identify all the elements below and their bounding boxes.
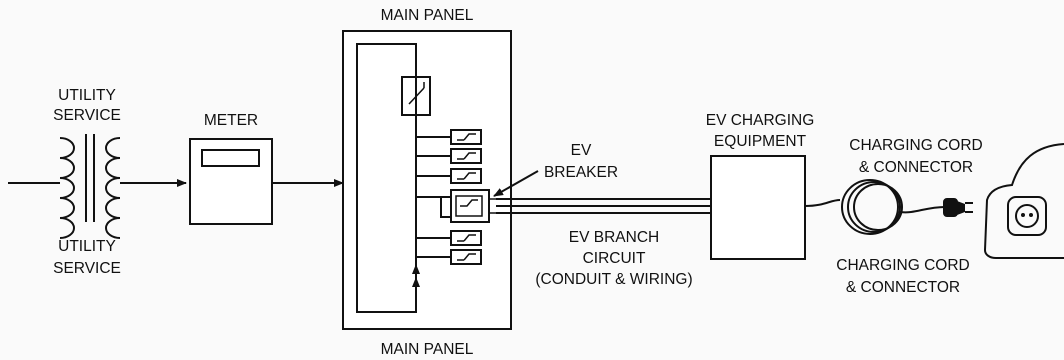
ev-breaker-icon bbox=[416, 189, 496, 223]
ev-breaker-pointer-arrow bbox=[493, 170, 539, 197]
ev-breaker-label-line1: EV bbox=[571, 142, 592, 159]
utility-service-label-top-line2: SERVICE bbox=[53, 107, 121, 124]
ev-branch-circuit-label-line2: CIRCUIT bbox=[583, 250, 646, 267]
charging-cord-label-bottom-line1: CHARGING CORD bbox=[836, 257, 969, 274]
charging-cord-label-bottom-line2: & CONNECTOR bbox=[846, 279, 960, 296]
vehicle-icon bbox=[983, 143, 1064, 259]
coiled-cord-icon bbox=[804, 179, 946, 235]
utility-service-label-bottom-line2: SERVICE bbox=[53, 260, 121, 277]
ev-branch-circuit-label-line3: (CONDUIT & WIRING) bbox=[535, 271, 692, 288]
breaker-icon bbox=[416, 230, 482, 246]
meter-label: METER bbox=[204, 112, 258, 129]
ev-breaker-label-line2: BREAKER bbox=[544, 164, 618, 181]
breaker-icon bbox=[416, 148, 482, 164]
utility-service-label-bottom-line1: UTILITY bbox=[58, 238, 116, 255]
breaker-icon bbox=[416, 249, 482, 265]
ev-charging-equipment-label-line2: EQUIPMENT bbox=[714, 133, 807, 150]
main-panel bbox=[342, 30, 512, 330]
main-panel-enclosure bbox=[342, 30, 512, 330]
ev-charging-equipment-box bbox=[710, 155, 806, 260]
ev-charging-equipment-label-line1: EV CHARGING bbox=[706, 112, 815, 129]
main-panel-label-top: MAIN PANEL bbox=[381, 7, 474, 24]
utility-service-label-top-line1: UTILITY bbox=[58, 87, 116, 104]
meter-icon bbox=[189, 138, 273, 225]
breaker-icon bbox=[416, 129, 482, 145]
charging-cord-label-top-line2: & CONNECTOR bbox=[859, 159, 973, 176]
transformer-icon bbox=[59, 134, 121, 239]
breaker-icon bbox=[416, 168, 482, 184]
ev-branch-conduit bbox=[496, 198, 711, 214]
plug-icon bbox=[943, 198, 973, 217]
ev-branch-circuit-label-line1: EV BRANCH bbox=[569, 229, 659, 246]
main-panel-label-bottom: MAIN PANEL bbox=[381, 341, 474, 358]
charging-port-icon bbox=[1007, 196, 1047, 236]
charging-cord-label-top-line1: CHARGING CORD bbox=[849, 137, 982, 154]
